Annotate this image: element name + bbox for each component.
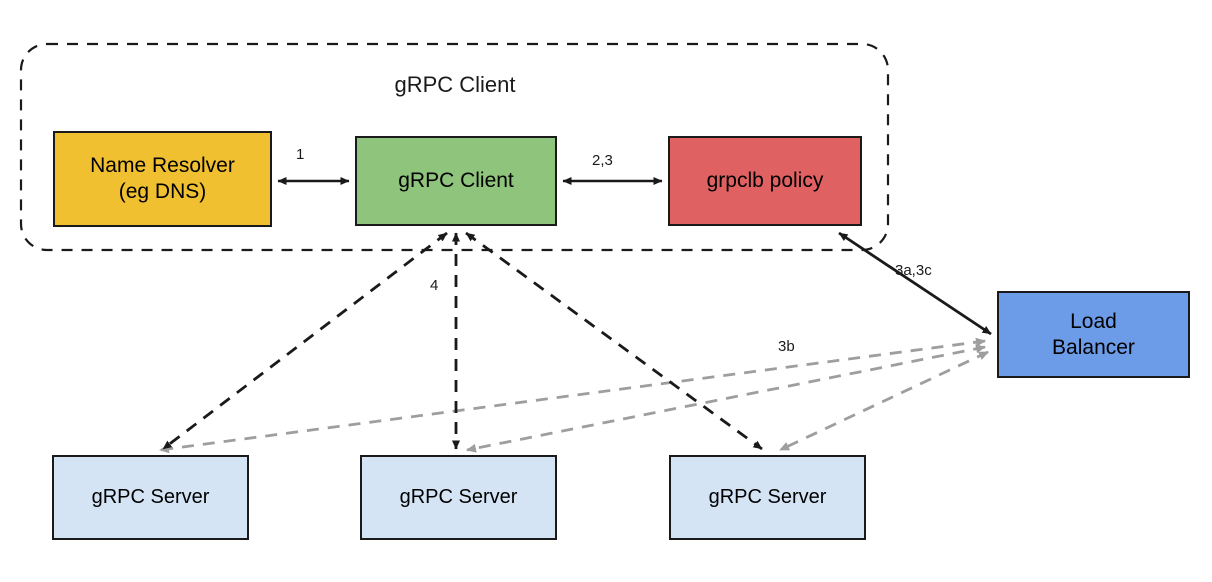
node-grpclb-policy[interactable]: grpclb policy [668, 136, 862, 226]
node-load-balancer[interactable]: Load Balancer [997, 291, 1190, 378]
edge-label-2-3-text: 2,3 [592, 152, 613, 169]
edge-label-1: 1 [296, 146, 304, 163]
node-grpc-server-2-label: gRPC Server [399, 486, 518, 509]
node-grpc-server-2[interactable]: gRPC Server [360, 455, 557, 540]
group-title-text: gRPC Client [394, 72, 516, 97]
edge-label-2-3: 2,3 [592, 152, 613, 169]
edge-client-to-server-1 [162, 231, 448, 451]
edge-label-3a-3c-text: 3a,3c [895, 262, 932, 279]
edge-label-3b: 3b [778, 338, 795, 355]
node-name-resolver-label: Name Resolver (eg DNS) [90, 154, 235, 203]
node-grpc-server-1[interactable]: gRPC Server [52, 455, 249, 540]
node-name-resolver[interactable]: Name Resolver (eg DNS) [53, 131, 272, 227]
edge-lb-to-server-3 [779, 350, 989, 452]
node-grpc-server-1-label: gRPC Server [91, 486, 210, 509]
node-grpc-server-3[interactable]: gRPC Server [669, 455, 866, 540]
edge-label-3b-text: 3b [778, 338, 795, 355]
edge-label-4: 4 [430, 277, 438, 294]
node-grpc-client[interactable]: gRPC Client [355, 136, 557, 226]
edge-lb-to-grpclb [838, 231, 992, 336]
edge-label-1-text: 1 [296, 146, 305, 163]
edge-lb-to-server-1 [159, 337, 986, 454]
edge-label-4-text: 4 [430, 277, 439, 294]
node-load-balancer-label: Load Balancer [1052, 309, 1135, 359]
edge-label-3a-3c: 3a,3c [895, 262, 932, 279]
node-grpc-server-3-label: gRPC Server [708, 486, 827, 509]
node-grpclb-policy-label: grpclb policy [706, 169, 824, 193]
node-grpc-client-label: gRPC Client [398, 169, 514, 193]
group-title: gRPC Client [0, 72, 910, 98]
edge-client-to-server-3 [465, 231, 763, 451]
grpc-client-boundary [19, 42, 890, 252]
